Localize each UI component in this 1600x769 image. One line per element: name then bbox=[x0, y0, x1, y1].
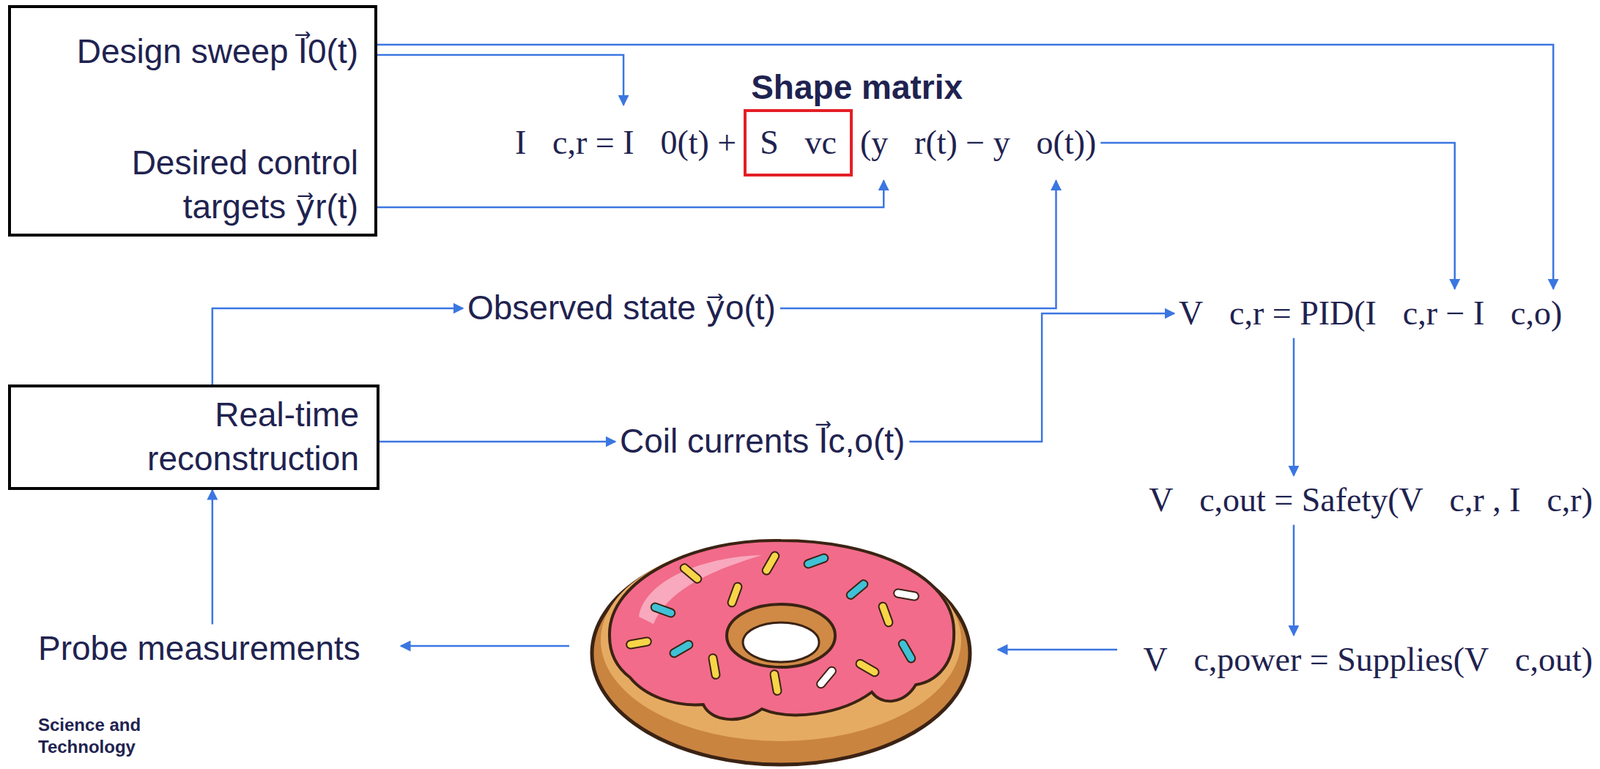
safety-equation: V⃗c,out = Safety(V⃗c,r , I⃗c,r) bbox=[1148, 479, 1593, 521]
organisation-logo-text: Science and Technology bbox=[38, 714, 156, 759]
flow-arrow bbox=[377, 180, 884, 209]
observed-state-label: Observed state y⃗o(t) bbox=[467, 287, 776, 329]
sprinkle bbox=[877, 601, 894, 628]
donut-hole-rim bbox=[726, 604, 836, 668]
sprinkle bbox=[844, 578, 869, 601]
flow-arrow bbox=[377, 44, 1554, 290]
flow-arrow bbox=[1293, 338, 1296, 477]
shape-matrix-title: Shape matrix bbox=[750, 67, 963, 108]
sprinkle bbox=[649, 602, 677, 619]
equation-node: V⃗c,power = Supplies(V⃗c,out) bbox=[1142, 639, 1593, 680]
measurement-arrow bbox=[400, 645, 570, 648]
donut-top bbox=[600, 539, 962, 742]
flow-arrow bbox=[909, 313, 1175, 442]
reconstruction-box: Real-time reconstruction bbox=[8, 384, 380, 491]
measurements-node: Probe measurements bbox=[38, 628, 361, 669]
equation-part: (y⃗r(t) − y⃗o(t)) bbox=[860, 122, 1096, 163]
targets-label: Desired control targets y⃗r(t) bbox=[109, 141, 359, 230]
equation-node: I⃗c,r = I⃗0(t) + (y⃗r(t) − y⃗o(t))Shape m… bbox=[515, 109, 1096, 176]
sprinkle bbox=[897, 638, 918, 665]
plant-input-arrow bbox=[997, 649, 1118, 652]
sprinkle bbox=[769, 669, 783, 696]
flow-arrow bbox=[780, 180, 1057, 309]
donut-illustration bbox=[591, 539, 970, 765]
sprinkle bbox=[708, 653, 721, 680]
donut-icing bbox=[609, 540, 954, 720]
sprinkle bbox=[854, 658, 881, 679]
sprinkle bbox=[726, 581, 743, 609]
matrix-symbol: S⃗vc bbox=[759, 122, 837, 163]
supplies-equation: V⃗c,power = Supplies(V⃗c,out) bbox=[1142, 639, 1593, 680]
sweep-label: Design sweep I⃗0(t) bbox=[76, 30, 359, 74]
shape-matrix-box: Shape matrixS⃗vc bbox=[743, 109, 853, 176]
sprinkles bbox=[625, 550, 919, 696]
pid-equation: V⃗c,r = PID(I⃗c,r − I⃗c,o) bbox=[1178, 293, 1562, 334]
sprinkle bbox=[678, 562, 703, 585]
sprinkle bbox=[815, 665, 838, 690]
input-box: Design sweep I⃗0(t) Desired control targe… bbox=[8, 5, 378, 237]
donut-hole bbox=[742, 622, 820, 663]
flow-arrow bbox=[1293, 525, 1296, 636]
flow-arrow bbox=[1100, 142, 1455, 289]
sprinkle bbox=[625, 637, 652, 650]
sprinkle bbox=[802, 553, 830, 570]
sprinkle bbox=[893, 589, 919, 602]
sprinkle bbox=[668, 639, 695, 660]
currents-node: Coil currents I⃗c,o(t) bbox=[619, 421, 905, 462]
flow-arrow bbox=[377, 54, 624, 106]
state-node: Observed state y⃗o(t) bbox=[467, 287, 776, 329]
reconstruction-label: Real-time reconstruction bbox=[51, 393, 359, 482]
equation-node: V⃗c,r = PID(I⃗c,r − I⃗c,o) bbox=[1178, 293, 1562, 334]
equation-node: V⃗c,out = Safety(V⃗c,r , I⃗c,r) bbox=[1148, 479, 1593, 521]
sprinkle bbox=[761, 550, 781, 577]
probe-label: Probe measurements bbox=[38, 628, 361, 669]
coil-currents-label: Coil currents I⃗c,o(t) bbox=[619, 421, 905, 462]
flow-arrow bbox=[379, 441, 616, 444]
flow-arrow bbox=[211, 490, 214, 625]
flow-arrow bbox=[212, 308, 464, 385]
equation-part: I⃗c,r = I⃗0(t) + bbox=[515, 122, 737, 163]
